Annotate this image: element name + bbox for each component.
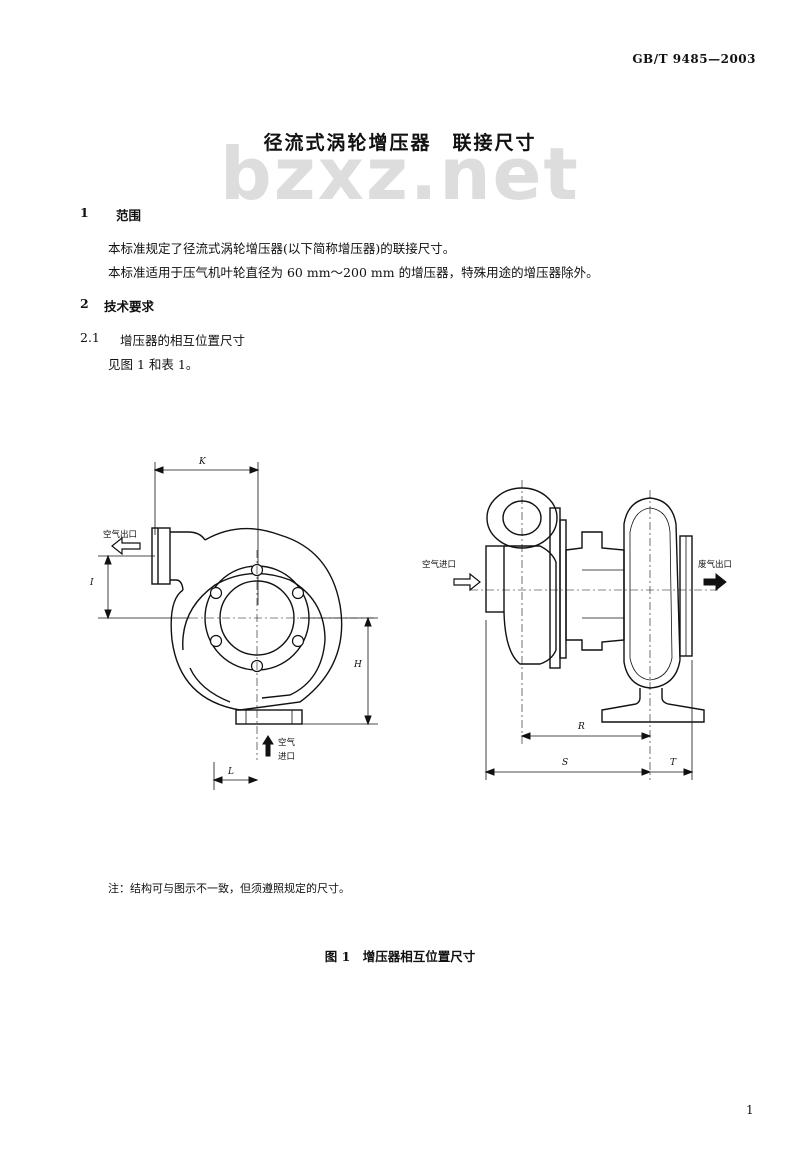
- air-outlet-label: 空气出口: [103, 530, 138, 540]
- dimension-K: K: [199, 457, 206, 467]
- figure-caption: 图 1 增压器相互位置尺寸: [324, 949, 476, 964]
- air-inlet-bottom-label-2: 进口: [278, 752, 296, 762]
- dimension-T: T: [670, 758, 677, 768]
- section-1-number: 1: [80, 205, 89, 220]
- section-2-number: 2: [80, 296, 89, 311]
- dimension-I: I: [90, 578, 94, 588]
- section-2-1-number: 2.1: [80, 330, 100, 345]
- watermark: bzxz.net: [220, 132, 580, 216]
- air-inlet-label: 空气进口: [422, 560, 457, 570]
- turbocharger-side-view: [453, 480, 727, 780]
- section-1-heading: 范围: [116, 208, 142, 223]
- figure-1-drawing: [98, 462, 727, 790]
- figure-note: 注：结构可与图示不一致，但须遵照规定的尺寸。: [108, 882, 350, 895]
- compressor-front-view: [98, 462, 378, 790]
- exhaust-outlet-label: 废气出口: [698, 560, 733, 570]
- dimension-L: L: [228, 767, 234, 777]
- section-2-1-paragraph: 见图 1 和表 1。: [108, 357, 199, 372]
- dimension-H: H: [354, 660, 362, 670]
- section-1-paragraph-2: 本标准适用于压气机叶轮直径为 60 mm～200 mm 的增压器，特殊用途的增压…: [108, 265, 599, 280]
- section-2-heading: 技术要求: [104, 299, 155, 314]
- air-inlet-bottom-label-1: 空气: [278, 738, 296, 748]
- page-number: 1: [746, 1103, 754, 1117]
- document-title: 径流式涡轮增压器 联接尺寸: [263, 132, 537, 154]
- dimension-R: R: [578, 722, 585, 732]
- standard-code: GB/T 9485—2003: [632, 52, 756, 66]
- section-2-1-heading: 增压器的相互位置尺寸: [120, 333, 246, 348]
- section-1-paragraph-1: 本标准规定了径流式涡轮增压器(以下简称增压器)的联接尺寸。: [108, 241, 456, 256]
- dimension-S: S: [562, 758, 569, 768]
